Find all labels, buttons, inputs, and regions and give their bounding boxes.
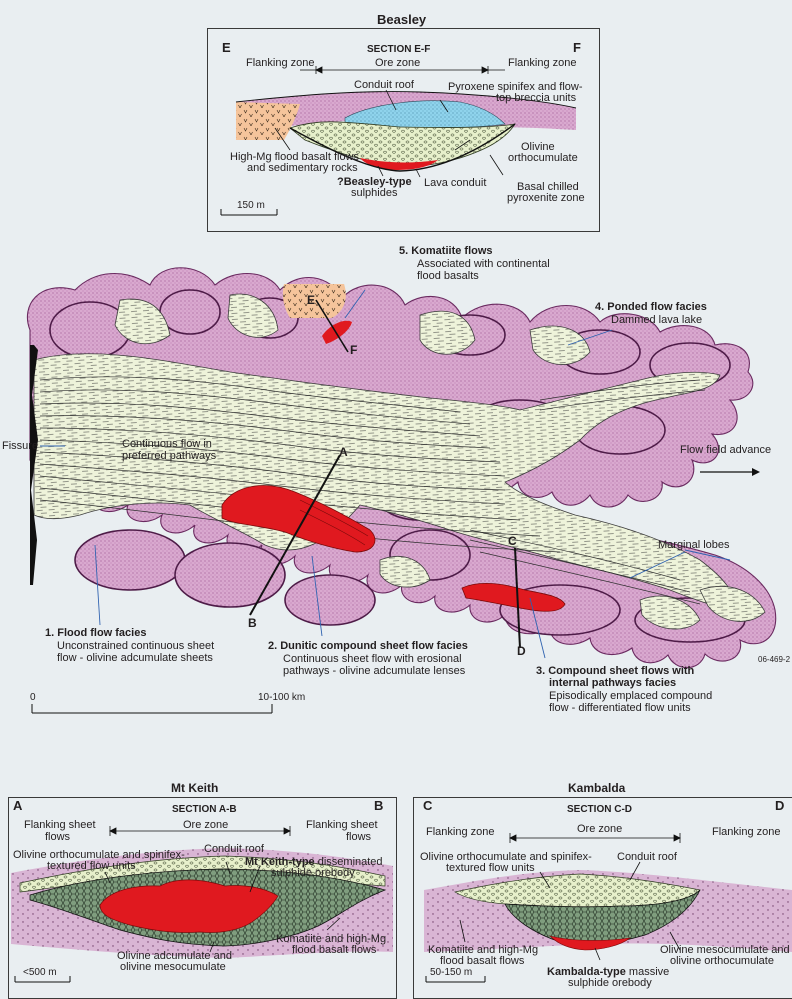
mtkeith-left-letter: A <box>13 800 22 812</box>
beasley-ore-zone: Ore zone <box>375 57 420 69</box>
kambalda-flanking-right: Flanking zone <box>712 826 781 838</box>
ponded-flow-sub: Dammed lava lake <box>611 314 702 326</box>
marginal-lobes-label: Marginal lobes <box>658 539 730 551</box>
figure-code: 06-469-2 <box>758 654 790 666</box>
map-scale-right: 10-100 km <box>258 692 305 704</box>
beasley-flanking-right: Flanking zone <box>508 57 577 69</box>
map-label-e: E <box>307 294 315 306</box>
komatiite-flows-line-1: Associated with continental <box>417 258 550 270</box>
mtkeith-flanking-right-1: Flanking sheet <box>306 819 378 831</box>
beasley-flanking-left: Flanking zone <box>246 57 315 69</box>
mtkeith-orebody-line-2: sulphide orebody <box>271 867 355 879</box>
beasley-olivine-2: orthocumulate <box>508 152 578 164</box>
kambalda-right-letter: D <box>775 800 784 812</box>
continuous-flow-2: preferred pathways <box>122 450 216 462</box>
beasley-conduit-roof: Conduit roof <box>354 79 414 91</box>
continuous-flow-1: Continuous flow in <box>122 438 212 450</box>
mtkeith-right-letter: B <box>374 800 383 812</box>
mtkeith-flanking-right-2: flows <box>346 831 371 843</box>
dunitic-title: 2. Dunitic compound sheet flow facies <box>268 640 468 652</box>
flood-flow-line-2: flow - olivine adcumulate sheets <box>57 652 213 664</box>
compound-line-1: Episodically emplaced compound <box>549 690 712 702</box>
komatiite-flows-line-2: flood basalts <box>417 270 479 282</box>
map-label-d: D <box>517 645 526 657</box>
mtkeith-ore-zone: Ore zone <box>183 819 228 831</box>
beasley-basal-2: pyroxenite zone <box>507 192 585 204</box>
map-scale-bar <box>32 704 272 713</box>
beasley-high-mg-2: and sedimentary rocks <box>247 162 358 174</box>
mtkeith-scale-label: <500 m <box>23 967 57 979</box>
beasley-type-2: sulphides <box>351 187 397 199</box>
mtkeith-conduit-roof: Conduit roof <box>204 843 264 855</box>
compound-title-1: 3. Compound sheet flows with <box>536 665 694 677</box>
beasley-left-letter: E <box>222 42 231 54</box>
mtkeith-olivine-ortho-2: textured flow units <box>47 860 136 872</box>
kambalda-olivine-ortho-2: textured flow units <box>446 862 535 874</box>
mtkeith-section-label: SECTION A-B <box>172 804 237 816</box>
kambalda-section-label: SECTION C-D <box>567 804 632 816</box>
beasley-right-letter: F <box>573 42 581 54</box>
fissure-label: Fissure <box>2 440 38 452</box>
komatiite-flows-title: 5. Komatiite flows <box>399 245 493 257</box>
beasley-title: Beasley <box>377 12 426 27</box>
beasley-pyroxene-2: top breccia units <box>496 92 576 104</box>
compound-line-2: flow - differentiated flow units <box>549 702 691 714</box>
dunitic-line-2: pathways - olivine adcumulate lenses <box>283 665 465 677</box>
map-label-b: B <box>248 617 257 629</box>
flood-flow-title: 1. Flood flow facies <box>45 627 146 639</box>
kambalda-left-letter: C <box>423 800 432 812</box>
mtkeith-adcumulate-2: olivine mesocumulate <box>120 961 226 973</box>
beasley-lava-conduit: Lava conduit <box>424 177 486 189</box>
compound-title-2: internal pathways facies <box>549 677 676 689</box>
mtkeith-title: Mt Keith <box>171 781 218 795</box>
flood-flow-line-1: Unconstrained continuous sheet <box>57 640 214 652</box>
beasley-section-label: SECTION E-F <box>367 44 430 56</box>
kambalda-orebody-line-2: sulphide orebody <box>568 977 652 989</box>
mtkeith-flanking-left-1: Flanking sheet <box>24 819 96 831</box>
dunitic-line-1: Continuous sheet flow with erosional <box>283 653 462 665</box>
flow-advance-arrow-head <box>752 468 760 476</box>
kambalda-ore-zone: Ore zone <box>577 823 622 835</box>
map-label-f: F <box>350 344 357 356</box>
kambalda-flanking-left: Flanking zone <box>426 826 495 838</box>
map-label-c: C <box>508 535 517 547</box>
flow-advance-label: Flow field advance <box>680 444 771 456</box>
beasley-scale-label: 150 m <box>237 200 265 212</box>
kambalda-title: Kambalda <box>568 781 625 795</box>
kambalda-komatiite-2: flood basalt flows <box>440 955 524 967</box>
ponded-flow-title: 4. Ponded flow facies <box>595 301 707 313</box>
kambalda-conduit-roof: Conduit roof <box>617 851 677 863</box>
map-scale-left: 0 <box>30 692 36 704</box>
kambalda-scale-label: 50-150 m <box>430 967 472 979</box>
mtkeith-komatiite-2: flood basalt flows <box>292 944 376 956</box>
mtkeith-flanking-left-2: flows <box>45 831 70 843</box>
kambalda-meso-2: olivine orthocumulate <box>670 955 774 967</box>
map-label-a: A <box>339 446 348 458</box>
